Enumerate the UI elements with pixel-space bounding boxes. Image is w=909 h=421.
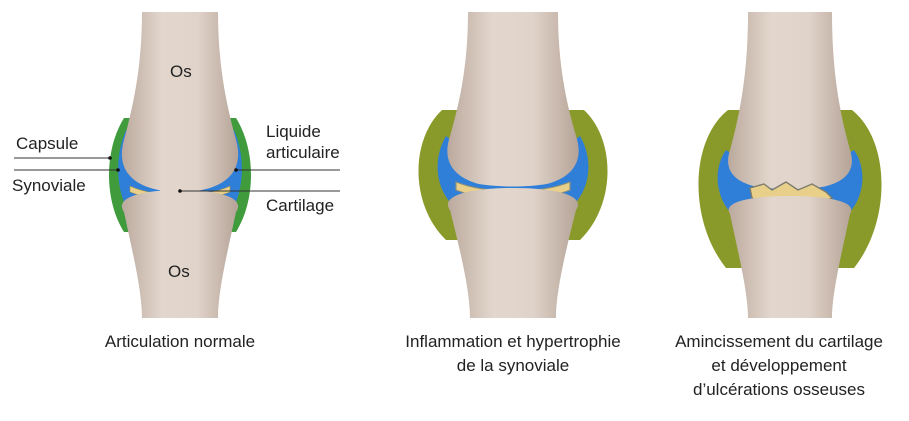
label-synoviale: Synoviale [12, 176, 86, 196]
bone-lower-3 [729, 196, 852, 318]
capsule-pointer-dot [108, 156, 112, 160]
label-os-top: Os [170, 62, 192, 82]
bone-upper-normal [122, 12, 238, 192]
label-os-bottom: Os [168, 262, 190, 282]
bone-lower-normal [122, 190, 238, 318]
caption-amincissement-line-1: Amincissement du cartilage [652, 330, 906, 354]
joint-inflammation [418, 12, 607, 318]
caption-amincissement: Amincissement du cartilage et développem… [652, 330, 906, 402]
bone-upper-3 [728, 12, 852, 190]
label-capsule: Capsule [16, 134, 78, 154]
caption-normal-line-1: Articulation normale [70, 330, 290, 354]
joint-amincissement [698, 12, 881, 318]
caption-normal: Articulation normale [70, 330, 290, 354]
label-articulaire: articulaire [266, 143, 340, 163]
caption-inflammation-line-1: Inflammation et hypertrophie [363, 330, 663, 354]
bone-lower-2 [448, 188, 578, 318]
caption-amincissement-line-3: d’ulcérations osseuses [652, 378, 906, 402]
label-cartilage: Cartilage [266, 196, 334, 216]
synoviale-pointer-dot [116, 168, 120, 172]
caption-inflammation: Inflammation et hypertrophie de la synov… [363, 330, 663, 378]
caption-amincissement-line-2: et développement [652, 354, 906, 378]
caption-inflammation-line-2: de la synoviale [363, 354, 663, 378]
bone-upper-2 [447, 12, 578, 188]
liquide-pointer-dot [234, 168, 238, 172]
cartilage-pointer-dot [178, 189, 182, 193]
label-liquide: Liquide [266, 122, 321, 142]
